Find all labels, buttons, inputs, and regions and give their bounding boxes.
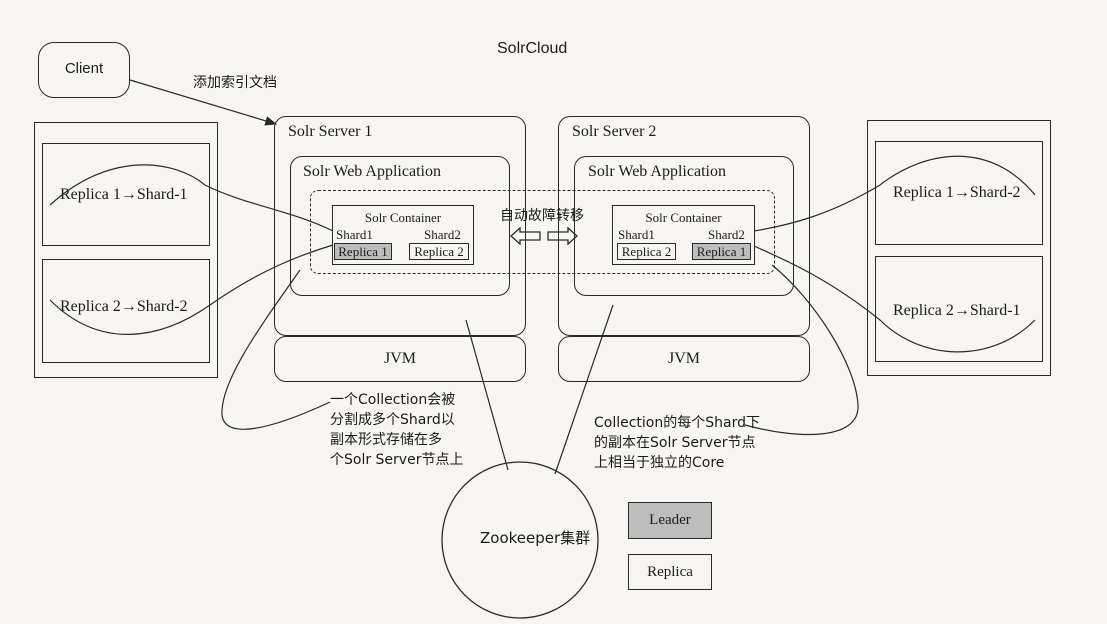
solr-server-2-container: [612, 205, 755, 265]
legend-replica-box: [628, 554, 712, 590]
note-left-line-4: 个Solr Server节点上: [330, 452, 464, 468]
legend-leader-label: Leader: [649, 512, 691, 528]
solr-server-2-container-label: Solr Container: [645, 210, 722, 225]
client-label: Client: [64, 60, 104, 77]
right-panel-label-1: Replica 1→Shard-2: [893, 184, 1021, 201]
legend-leader-box: [628, 502, 712, 539]
solr-server-1-replica-label: Replica 2: [414, 244, 464, 259]
collection-dashed-region: [310, 190, 775, 274]
note-left-line-3: 副本形式存储在多: [330, 432, 442, 448]
solr-server-1-container: [332, 205, 474, 265]
failover-label: 自动故障转移: [500, 208, 584, 224]
solr-server-2-replica-leader: [692, 243, 751, 260]
solr-server-2-shard1-label: Shard1: [618, 227, 655, 242]
solr-server-2-label: Solr Server 2: [572, 123, 657, 140]
legend-replica-label: Replica: [647, 564, 693, 580]
left-panel-label-1: Replica 1→Shard-1: [60, 186, 188, 203]
solr-server-1-replica-leader: [334, 243, 392, 260]
note-left: 一个Collection会被 分割成多个Shard以 副本形式存储在多 个Sol…: [330, 390, 500, 470]
solr-server-1-replica: [409, 243, 469, 260]
solr-server-1-shard2-label: Shard2: [424, 227, 461, 242]
solr-server-2-replica: [617, 243, 676, 260]
solr-server-1-label: Solr Server 1: [288, 123, 373, 140]
note-left-line-1: 一个Collection会被: [330, 392, 456, 408]
solr-server-2-web-app-label: Solr Web Application: [588, 163, 726, 180]
client-box: [38, 42, 130, 98]
note-right: Collection的每个Shard下 的副本在Solr Server节点 上相…: [594, 413, 814, 473]
client-arrow-label: 添加索引文档: [193, 75, 277, 91]
note-left-line-2: 分割成多个Shard以: [330, 412, 455, 428]
solr-server-1-jvm-label: JVM: [383, 350, 416, 367]
solr-server-1-shard1-label: Shard1: [336, 227, 373, 242]
right-panel-label-2: Replica 2→Shard-1: [893, 302, 1021, 319]
note-right-line-2: 的副本在Solr Server节点: [594, 435, 756, 451]
diagram-title: SolrCloud: [497, 40, 568, 57]
solr-server-1-web-app-label: Solr Web Application: [303, 163, 441, 180]
solr-server-2-shard2-label: Shard2: [708, 227, 745, 242]
note-right-line-1: Collection的每个Shard下: [594, 415, 760, 431]
solr-server-1-container-label: Solr Container: [364, 210, 442, 225]
zookeeper-label: Zookeeper集群: [480, 529, 591, 547]
solr-server-2-jvm-label: JVM: [667, 350, 700, 367]
solr-server-2-replica-label: Replica 2: [621, 244, 672, 259]
solr-server-2-replica-leader-label: Replica 1: [696, 244, 747, 259]
left-panel-label-2: Replica 2→Shard-2: [60, 298, 188, 315]
note-right-line-3: 上相当于独立的Core: [594, 455, 725, 471]
solr-server-1-replica-leader-label: Replica 1: [338, 244, 388, 259]
